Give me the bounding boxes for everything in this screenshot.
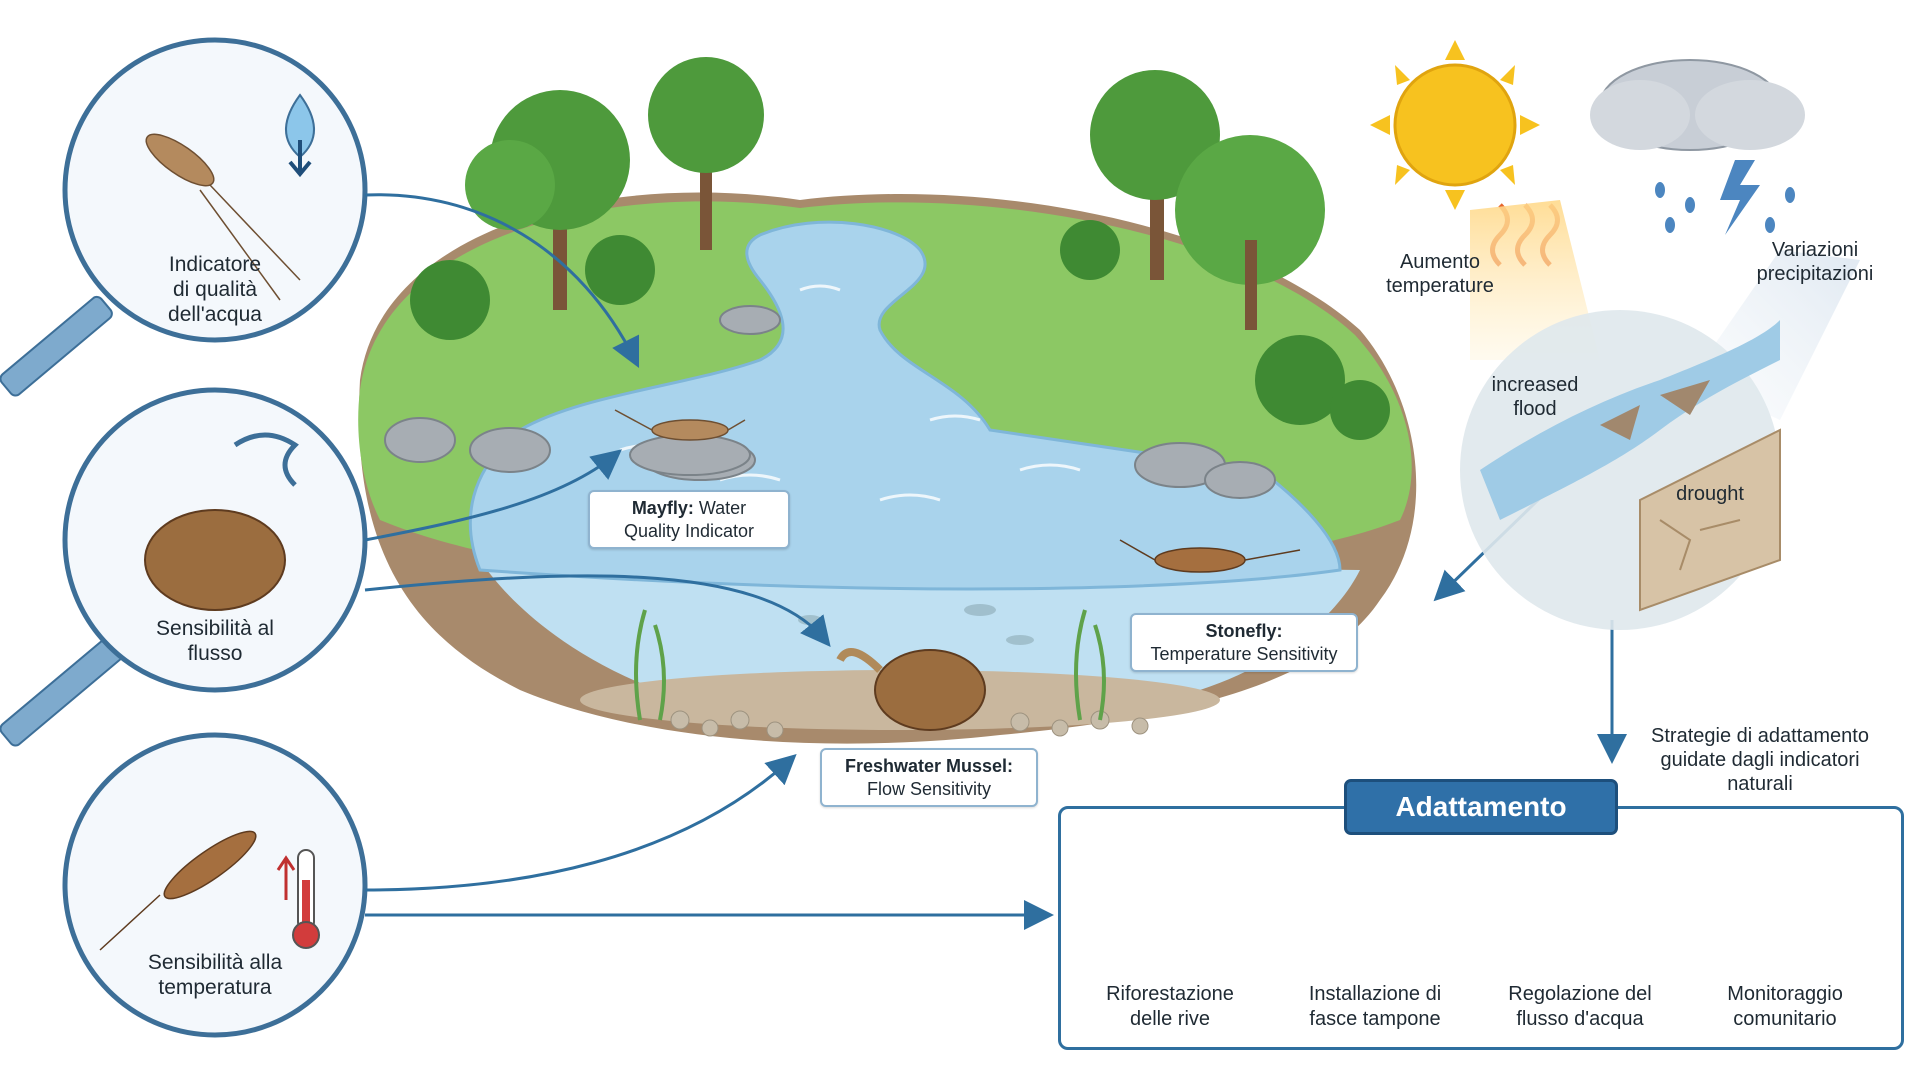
strategy-note: Strategie di adattamento guidate dagli i…: [1651, 725, 1869, 795]
bush-icon: [410, 220, 1390, 440]
mayfly-icon: [145, 133, 301, 301]
adaptation-title: Adattamento: [1344, 779, 1618, 835]
flood-drought-circle: [1460, 310, 1781, 630]
riverbed-pebbles: [670, 710, 1149, 739]
tag-stonefly: Stonefly:Temperature Sensitivity: [1130, 613, 1358, 672]
storm-cloud-icon: [1590, 59, 1805, 235]
mayfly-icon: [614, 409, 746, 441]
label-temperature: Sensibilità alla temperatura: [147, 951, 283, 1000]
tag-stonefly-name: Stonefly:: [1205, 621, 1283, 641]
indicator-circle-water-quality: [62, 37, 368, 343]
tag-mussel-desc: Flow Sensitivity: [866, 778, 992, 799]
mussel-icon: [144, 509, 286, 611]
adaptation-panel: [1058, 806, 1904, 1050]
label-flood: increased flood: [1491, 374, 1579, 420]
tag-mayfly-name: Mayfly:: [631, 498, 694, 518]
tag-mayfly-desc: Water Quality Indicator: [623, 498, 755, 541]
adapt-item-monitoring: Monitoraggio comunitario: [1727, 983, 1843, 1030]
indicator-circle-flow: [62, 387, 368, 693]
label-water-quality: Indicatore di qualità dell'acqua: [168, 253, 262, 327]
label-flow: Sensibilità al flusso: [156, 617, 274, 666]
stonefly-icon: [99, 830, 257, 951]
stonefly-icon: [1119, 539, 1301, 573]
adapt-item-flow-regulation: Regolazione del flusso d'acqua: [1508, 983, 1652, 1030]
aquatic-plant-icon: [634, 609, 1106, 721]
thermometer-icon: [292, 849, 320, 949]
label-precip: Variazioni precipitazioni: [1756, 239, 1874, 285]
sun-icon: [1370, 40, 1540, 210]
tag-mayfly: Mayfly: Water Quality Indicator: [588, 490, 790, 549]
adapt-item-buffer: Installazione di fasce tampone: [1308, 983, 1442, 1030]
tag-stonefly-desc: Temperature Sensitivity: [1150, 643, 1338, 664]
mussel-icon: [836, 648, 986, 731]
arrow-up-icon: [276, 855, 296, 900]
arrow-down-icon: [288, 140, 312, 178]
tag-mussel: Freshwater Mussel:Flow Sensitivity: [820, 748, 1038, 807]
magnifier-handle-icon: [0, 295, 129, 747]
tag-mussel-name: Freshwater Mussel:: [844, 756, 1014, 776]
flow-wave-icon: [233, 432, 299, 487]
tree-icon: [465, 57, 1325, 330]
adapt-item-reforestation: Riforestazione delle rive: [1106, 983, 1234, 1030]
indicator-circle-temperature: [62, 732, 368, 1038]
label-drought: drought: [1676, 483, 1744, 505]
label-temp-rise: Aumento temperature: [1386, 251, 1494, 297]
